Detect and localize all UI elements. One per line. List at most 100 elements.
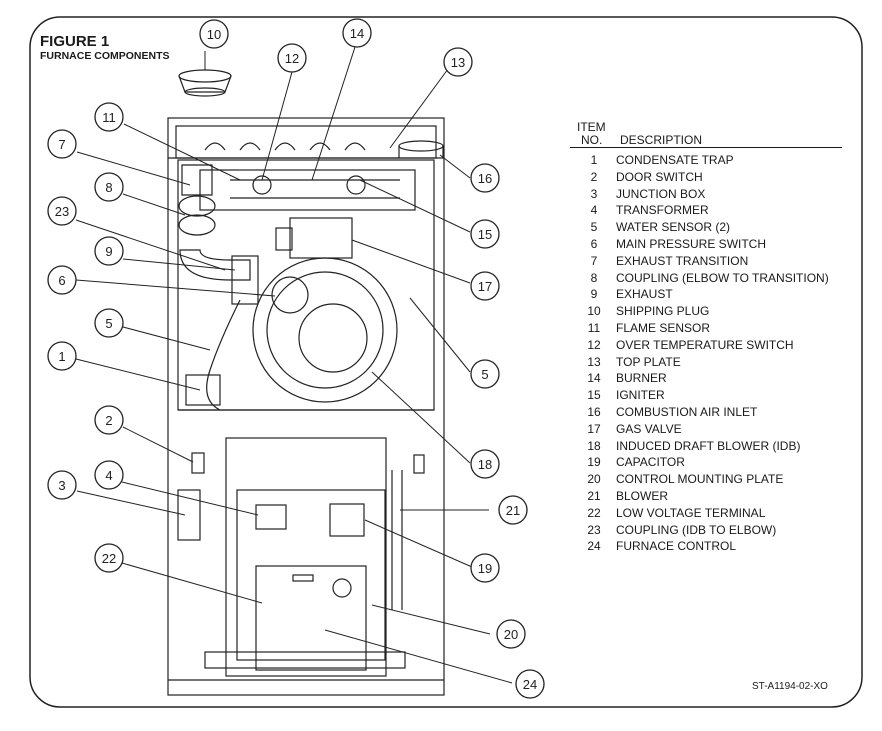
svg-text:21: 21 xyxy=(506,503,520,518)
legend-item-number: 14 xyxy=(587,371,601,386)
legend-item-number: 16 xyxy=(587,404,601,419)
svg-text:9: 9 xyxy=(105,244,112,259)
svg-text:15: 15 xyxy=(478,227,492,242)
legend-row: 17 GAS VALVE xyxy=(572,421,852,438)
svg-text:12: 12 xyxy=(285,51,299,66)
svg-text:7: 7 xyxy=(58,137,65,152)
figure-subtitle: FURNACE COMPONENTS xyxy=(40,50,170,62)
legend-row: 23 COUPLING (IDB TO ELBOW) xyxy=(572,522,852,539)
callout-6: 6 xyxy=(47,265,77,295)
legend-item-description: GAS VALVE xyxy=(616,421,682,436)
callout-20: 20 xyxy=(496,619,526,649)
legend-item-description: OVER TEMPERATURE SWITCH xyxy=(616,337,794,352)
svg-text:16: 16 xyxy=(478,171,492,186)
svg-text:2: 2 xyxy=(105,413,112,428)
svg-text:18: 18 xyxy=(478,457,492,472)
svg-text:22: 22 xyxy=(102,551,116,566)
callout-14: 14 xyxy=(342,18,372,48)
legend-item-description: CONTROL MOUNTING PLATE xyxy=(616,472,784,487)
callout-1: 1 xyxy=(47,341,77,371)
svg-text:17: 17 xyxy=(478,279,492,294)
callout-17: 17 xyxy=(470,271,500,301)
legend-item-number: 7 xyxy=(590,253,598,268)
svg-text:20: 20 xyxy=(504,627,518,642)
callout-15: 15 xyxy=(470,219,500,249)
svg-text:13: 13 xyxy=(451,55,465,70)
legend-item-number: 22 xyxy=(587,505,601,520)
legend-item-description: COUPLING (ELBOW TO TRANSITION) xyxy=(616,270,829,285)
legend-item-description: SHIPPING PLUG xyxy=(616,304,710,319)
legend-item-description: FURNACE CONTROL xyxy=(616,539,737,554)
table-rule xyxy=(570,147,842,148)
svg-text:1: 1 xyxy=(58,349,65,364)
svg-text:14: 14 xyxy=(350,26,364,41)
legend-item-number: 3 xyxy=(590,186,598,201)
legend-item-number: 8 xyxy=(590,270,598,285)
legend-row: 3 JUNCTION BOX xyxy=(572,186,852,203)
legend-item-description: COUPLING (IDB TO ELBOW) xyxy=(616,522,777,537)
legend-item-description: TOP PLATE xyxy=(616,354,681,369)
legend-item-number: 24 xyxy=(587,539,601,554)
legend-item-number: 21 xyxy=(587,488,601,503)
legend-item-number: 4 xyxy=(590,203,598,218)
callout-10: 10 xyxy=(199,19,229,49)
legend-item-number: 15 xyxy=(587,388,601,403)
legend-item-description: COMBUSTION AIR INLET xyxy=(616,404,758,419)
svg-text:19: 19 xyxy=(478,561,492,576)
svg-text:3: 3 xyxy=(58,478,65,493)
svg-text:24: 24 xyxy=(523,677,537,692)
callout-21: 21 xyxy=(498,495,528,525)
legend-item-description: DOOR SWITCH xyxy=(616,169,703,184)
legend-item-number: 11 xyxy=(587,320,601,335)
legend-item-number: 12 xyxy=(587,337,601,352)
callout-18: 18 xyxy=(470,449,500,479)
legend-item-description: JUNCTION BOX xyxy=(616,186,706,201)
legend-row: 15 IGNITER xyxy=(572,387,852,404)
legend-item-description: EXHAUST TRANSITION xyxy=(616,253,749,268)
callout-22: 22 xyxy=(94,543,124,573)
svg-text:4: 4 xyxy=(105,468,112,483)
legend-item-description: EXHAUST xyxy=(616,287,673,302)
table-header-no: NO. xyxy=(581,133,603,147)
callout-5-left: 5 xyxy=(94,308,124,338)
callout-11: 11 xyxy=(94,102,124,132)
legend-item-number: 10 xyxy=(587,304,601,319)
legend-row: 20 CONTROL MOUNTING PLATE xyxy=(572,471,852,488)
callout-2: 2 xyxy=(94,405,124,435)
callout-23: 23 xyxy=(47,196,77,226)
callout-3: 3 xyxy=(47,470,77,500)
legend-item-description: BURNER xyxy=(616,371,667,386)
legend-item-description: INDUCED DRAFT BLOWER (IDB) xyxy=(616,438,801,453)
legend-item-description: IGNITER xyxy=(616,388,665,403)
legend-item-number: 18 xyxy=(587,438,601,453)
legend-row: 18 INDUCED DRAFT BLOWER (IDB) xyxy=(572,438,852,455)
legend-item-number: 17 xyxy=(587,421,601,436)
legend-item-number: 23 xyxy=(587,522,601,537)
legend-row: 14 BURNER xyxy=(572,370,852,387)
legend-item-number: 20 xyxy=(587,472,601,487)
callout-19: 19 xyxy=(470,553,500,583)
legend-row: 13 TOP PLATE xyxy=(572,354,852,371)
legend-item-description: WATER SENSOR (2) xyxy=(616,220,731,235)
svg-text:6: 6 xyxy=(58,273,65,288)
legend-item-number: 2 xyxy=(590,169,598,184)
legend-row: 8 COUPLING (ELBOW TO TRANSITION) xyxy=(572,270,852,287)
legend-item-description: FLAME SENSOR xyxy=(616,320,711,335)
callout-9: 9 xyxy=(94,236,124,266)
legend-row: 12 OVER TEMPERATURE SWITCH xyxy=(572,337,852,354)
legend-item-number: 13 xyxy=(587,354,601,369)
svg-text:23: 23 xyxy=(55,204,69,219)
table-header-description: DESCRIPTION xyxy=(620,133,703,147)
callout-8: 8 xyxy=(94,172,124,202)
callout-13: 13 xyxy=(443,47,473,77)
callout-16: 16 xyxy=(470,163,500,193)
